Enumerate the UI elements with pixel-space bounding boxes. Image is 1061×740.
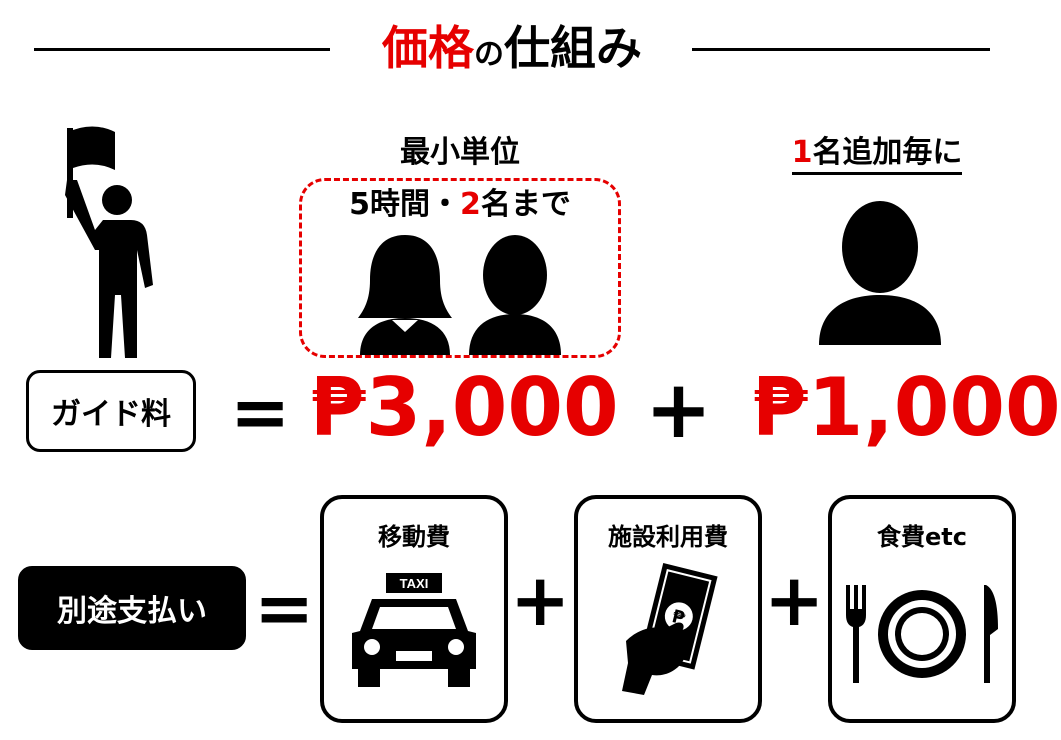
title-part3: 仕組み bbox=[504, 21, 642, 75]
meals-label: 食費etc bbox=[877, 523, 967, 551]
minimum-detail: 5時間・2名まで bbox=[299, 185, 621, 225]
extra-heading: 1名追加毎に bbox=[762, 133, 992, 175]
title-rule-right bbox=[692, 48, 990, 51]
guide-fee-label-text: ガイド料 bbox=[51, 397, 171, 432]
cash-hand-icon: ₱ bbox=[622, 562, 718, 695]
transport-label: 移動費 bbox=[378, 523, 450, 551]
minimum-hours: 5 bbox=[349, 187, 370, 222]
base-price: ₱3,000 bbox=[310, 361, 619, 454]
transport-card: 移動費 TAXI bbox=[320, 495, 508, 723]
minimum-heading: 最小単位 bbox=[400, 135, 520, 170]
meals-card: 食費etc bbox=[828, 495, 1016, 723]
minimum-persons-unit: 名まで bbox=[480, 187, 571, 222]
extra-text: 名追加毎に bbox=[812, 135, 963, 170]
cash-sign-text: ₱ bbox=[670, 606, 688, 630]
guide-flag-icon bbox=[65, 126, 153, 358]
extra-person-icon bbox=[819, 201, 941, 345]
minimum-unit-box bbox=[299, 178, 621, 358]
separate-payment-label-text: 別途支払い bbox=[57, 594, 207, 629]
extra-price: ₱1,000 bbox=[752, 361, 1061, 454]
minimum-hours-unit: 時間・ bbox=[370, 187, 460, 222]
separate-payment-label: 別途支払い bbox=[18, 566, 246, 650]
facility-label: 施設利用費 bbox=[608, 523, 728, 551]
separate-equals: = bbox=[254, 566, 315, 650]
page-title: 価格の仕組み bbox=[0, 18, 1024, 89]
title-part2: の bbox=[474, 37, 504, 72]
title-part1: 価格 bbox=[382, 21, 474, 75]
man-person-icon bbox=[469, 235, 561, 355]
taxi-sign-text: TAXI bbox=[400, 576, 429, 591]
title-rule-left bbox=[34, 48, 330, 51]
minimum-persons: 2 bbox=[460, 187, 481, 222]
taxi-icon: TAXI bbox=[352, 573, 476, 687]
guide-fee-label: ガイド料 bbox=[26, 370, 196, 452]
woman-person-icon bbox=[358, 235, 452, 355]
guide-fee-equals: = bbox=[230, 370, 291, 454]
guide-fee-plus: + bbox=[645, 363, 713, 456]
separate-plus-1: + bbox=[510, 558, 571, 642]
facility-card: 施設利用費 ₱ bbox=[574, 495, 762, 723]
separate-plus-2: + bbox=[764, 558, 825, 642]
extra-count: 1 bbox=[791, 135, 813, 170]
dining-icon bbox=[846, 585, 998, 683]
